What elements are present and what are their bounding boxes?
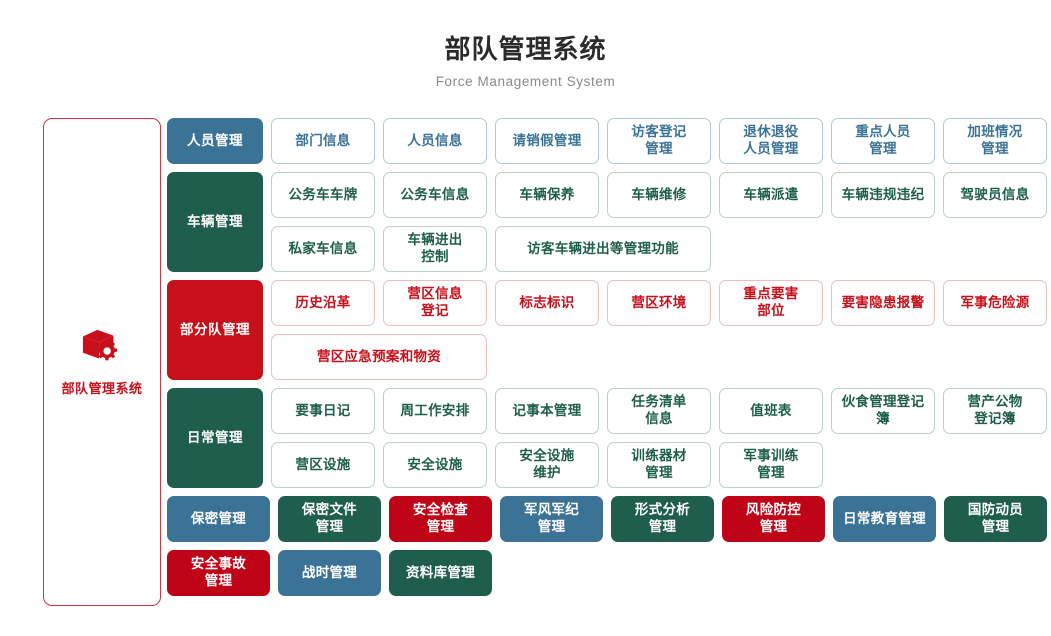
module-section: 车辆管理公务车车牌公务车信息车辆保养车辆维修车辆派遣车辆违规违纪驾驶员信息私家车… [167, 172, 1047, 272]
module-tile-车辆违规违纪[interactable]: 车辆违规违纪 [831, 172, 935, 218]
module-section: 部分队管理历史沿革营区信息 登记标志标识营区环境重点要害 部位要害隐患报警军事危… [167, 280, 1047, 380]
module-tile-安全事故管理[interactable]: 安全事故 管理 [167, 550, 270, 596]
section-label-车辆管理[interactable]: 车辆管理 [167, 172, 263, 272]
module-row: 私家车信息车辆进出 控制访客车辆进出等管理功能 [271, 226, 1047, 272]
module-tile-安全设施[interactable]: 安全设施 [383, 442, 487, 488]
section-rows: 部门信息人员信息请销假管理访客登记 管理退休退役 人员管理重点人员 管理加班情况… [271, 118, 1047, 164]
section-rows: 要事日记周工作安排记事本管理任务清单 信息值班表伙食管理登记簿营产公物 登记簿营… [271, 388, 1047, 488]
box-gear-icon [79, 327, 125, 369]
module-tile-战时管理[interactable]: 战时管理 [278, 550, 381, 596]
module-tile-要害隐患报警[interactable]: 要害隐患报警 [831, 280, 935, 326]
module-tile-营区环境[interactable]: 营区环境 [607, 280, 711, 326]
section-label-日常管理[interactable]: 日常管理 [167, 388, 263, 488]
module-tile-周工作安排[interactable]: 周工作安排 [383, 388, 487, 434]
module-tile-部门信息[interactable]: 部门信息 [271, 118, 375, 164]
section-rows: 公务车车牌公务车信息车辆保养车辆维修车辆派遣车辆违规违纪驾驶员信息私家车信息车辆… [271, 172, 1047, 272]
module-tile-加班情况管理[interactable]: 加班情况 管理 [943, 118, 1047, 164]
module-tile-日常教育管理[interactable]: 日常教育管理 [833, 496, 936, 542]
module-tile-军风军纪管理[interactable]: 军风军纪 管理 [500, 496, 603, 542]
brand-panel: 部队管理系统 [43, 118, 161, 606]
module-tile-重点要害部位[interactable]: 重点要害 部位 [719, 280, 823, 326]
module-tile-车辆保养[interactable]: 车辆保养 [495, 172, 599, 218]
module-tile-请销假管理[interactable]: 请销假管理 [495, 118, 599, 164]
module-tile-营产公物登记簿[interactable]: 营产公物 登记簿 [943, 388, 1047, 434]
section-rows: 保密管理保密文件 管理安全检查 管理军风军纪 管理形式分析 管理风险防控 管理日… [167, 496, 1047, 596]
module-tile-车辆进出控制[interactable]: 车辆进出 控制 [383, 226, 487, 272]
module-row: 部门信息人员信息请销假管理访客登记 管理退休退役 人员管理重点人员 管理加班情况… [271, 118, 1047, 164]
module-row: 安全事故 管理战时管理资料库管理 [167, 550, 1047, 596]
module-tile-标志标识[interactable]: 标志标识 [495, 280, 599, 326]
section-label-部分队管理[interactable]: 部分队管理 [167, 280, 263, 380]
module-section-mixed: 保密管理保密文件 管理安全检查 管理军风军纪 管理形式分析 管理风险防控 管理日… [167, 496, 1047, 596]
module-tile-形式分析管理[interactable]: 形式分析 管理 [611, 496, 714, 542]
main-content: 部队管理系统 人员管理部门信息人员信息请销假管理访客登记 管理退休退役 人员管理… [0, 118, 1051, 606]
module-grid: 人员管理部门信息人员信息请销假管理访客登记 管理退休退役 人员管理重点人员 管理… [167, 118, 1047, 596]
module-tile-人员信息[interactable]: 人员信息 [383, 118, 487, 164]
module-tile-驾驶员信息[interactable]: 驾驶员信息 [943, 172, 1047, 218]
module-row: 营区设施安全设施安全设施 维护训练器材 管理军事训练 管理 [271, 442, 1047, 488]
module-tile-重点人员管理[interactable]: 重点人员 管理 [831, 118, 935, 164]
module-tile-公务车信息[interactable]: 公务车信息 [383, 172, 487, 218]
module-row: 历史沿革营区信息 登记标志标识营区环境重点要害 部位要害隐患报警军事危险源 [271, 280, 1047, 326]
module-tile-退休退役人员管理[interactable]: 退休退役 人员管理 [719, 118, 823, 164]
module-tile-营区信息登记[interactable]: 营区信息 登记 [383, 280, 487, 326]
module-section: 日常管理要事日记周工作安排记事本管理任务清单 信息值班表伙食管理登记簿营产公物 … [167, 388, 1047, 488]
module-tile-伙食管理登记簿[interactable]: 伙食管理登记簿 [831, 388, 935, 434]
module-tile-任务清单信息[interactable]: 任务清单 信息 [607, 388, 711, 434]
module-tile-保密管理[interactable]: 保密管理 [167, 496, 270, 542]
brand-label: 部队管理系统 [61, 381, 143, 396]
module-tile-公务车车牌[interactable]: 公务车车牌 [271, 172, 375, 218]
module-row: 要事日记周工作安排记事本管理任务清单 信息值班表伙食管理登记簿营产公物 登记簿 [271, 388, 1047, 434]
module-tile-记事本管理[interactable]: 记事本管理 [495, 388, 599, 434]
module-row: 营区应急预案和物资 [271, 334, 1047, 380]
page-subtitle: Force Management System [435, 74, 616, 90]
module-tile-军事训练管理[interactable]: 军事训练 管理 [719, 442, 823, 488]
section-rows: 历史沿革营区信息 登记标志标识营区环境重点要害 部位要害隐患报警军事危险源营区应… [271, 280, 1047, 380]
module-tile-安全设施维护[interactable]: 安全设施 维护 [495, 442, 599, 488]
module-row: 保密管理保密文件 管理安全检查 管理军风军纪 管理形式分析 管理风险防控 管理日… [167, 496, 1047, 542]
module-tile-训练器材管理[interactable]: 训练器材 管理 [607, 442, 711, 488]
module-tile-安全检查管理[interactable]: 安全检查 管理 [389, 496, 492, 542]
module-tile-营区应急预案和物资[interactable]: 营区应急预案和物资 [271, 334, 487, 380]
page-title: 部队管理系统 [444, 34, 607, 64]
module-tile-保密文件管理[interactable]: 保密文件 管理 [278, 496, 381, 542]
section-label-人员管理[interactable]: 人员管理 [167, 118, 263, 164]
module-tile-要事日记[interactable]: 要事日记 [271, 388, 375, 434]
module-tile-军事危险源[interactable]: 军事危险源 [943, 280, 1047, 326]
module-tile-私家车信息[interactable]: 私家车信息 [271, 226, 375, 272]
module-section: 人员管理部门信息人员信息请销假管理访客登记 管理退休退役 人员管理重点人员 管理… [167, 118, 1047, 164]
page-header: 部队管理系统 Force Management System [0, 0, 1051, 89]
module-tile-国防动员管理[interactable]: 国防动员 管理 [944, 496, 1047, 542]
module-tile-历史沿革[interactable]: 历史沿革 [271, 280, 375, 326]
module-tile-车辆维修[interactable]: 车辆维修 [607, 172, 711, 218]
module-tile-访客登记管理[interactable]: 访客登记 管理 [607, 118, 711, 164]
module-tile-车辆派遣[interactable]: 车辆派遣 [719, 172, 823, 218]
module-tile-访客车辆进出等管理功能[interactable]: 访客车辆进出等管理功能 [495, 226, 711, 272]
module-tile-值班表[interactable]: 值班表 [719, 388, 823, 434]
module-tile-风险防控管理[interactable]: 风险防控 管理 [722, 496, 825, 542]
module-row: 公务车车牌公务车信息车辆保养车辆维修车辆派遣车辆违规违纪驾驶员信息 [271, 172, 1047, 218]
module-tile-营区设施[interactable]: 营区设施 [271, 442, 375, 488]
module-tile-资料库管理[interactable]: 资料库管理 [389, 550, 492, 596]
